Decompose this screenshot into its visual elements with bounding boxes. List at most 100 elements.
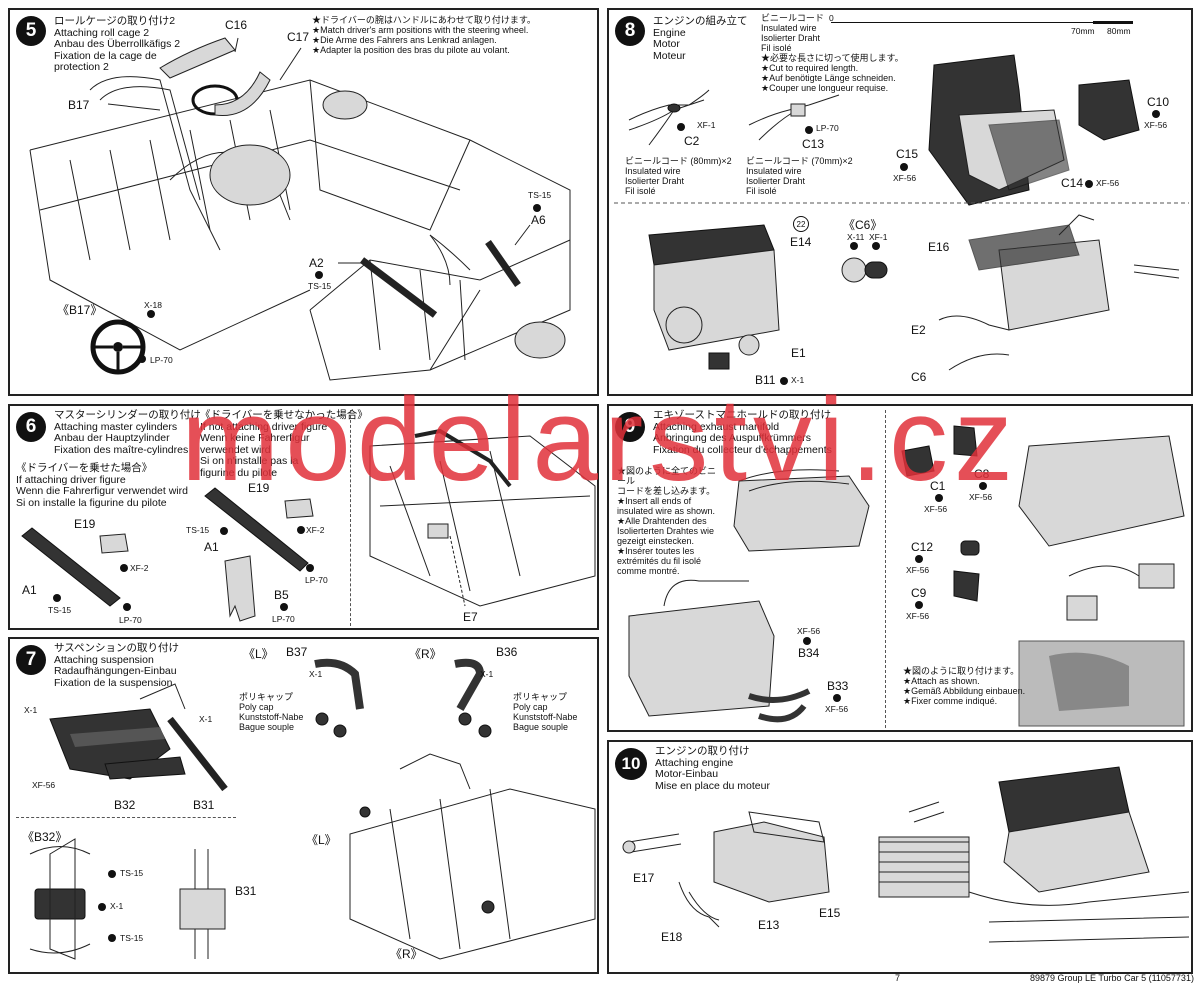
paint-dot [280,603,288,611]
wire80-jp: ビニールコード (80mm)×2 [625,156,732,166]
paint-dot [1152,110,1160,118]
part-c8-label: C8 [974,467,990,481]
part-c9-label: C9 [911,586,927,600]
insert-fr3: comme montré. [617,566,680,576]
wire-80-caption: ビニールコード (80mm)×2 Insulated wire Isoliert… [625,156,732,196]
step-6-titles: マスターシリンダーの取り付け Attaching master cylinder… [54,409,201,456]
xf56-tag-c: XF-56 [906,565,930,575]
l-side-label: 《L》 [243,647,274,661]
suspension-illustration [29,658,596,960]
part-e13-label: E13 [758,918,780,932]
step-5-note-jp: ★ドライバーの腕はハンドルにあわせて取り付けます。 [312,15,536,25]
step-6-title-jp: マスターシリンダーの取り付け [54,409,201,421]
paint-dot [677,123,685,131]
part-e2-label: E2 [911,323,926,337]
paint-dot [805,126,813,134]
step-8-title-jp: エンジンの組み立て [653,15,748,27]
xf56-tag: XF-56 [32,780,56,790]
xf56-tag-d: XF-56 [906,611,930,621]
x1-tag-d: X-1 [199,714,213,724]
polycap-de: Kunststoff-Nabe [239,712,304,722]
part-b11-label: B11 [755,373,776,387]
wire-fr: Fil isolé [761,43,792,53]
wire-cut-jp: ★必要な長さに切って使用します。 [761,53,904,63]
part-e14-label: E14 [790,235,812,249]
xf2-tag-a: XF-2 [130,563,149,573]
r-side-label: 《R》 [409,647,442,661]
polycap-jp: ポリキャップ [513,692,568,702]
xf56-tag-c: XF-56 [1096,178,1120,188]
step-7-title-jp: サスペンションの取り付け [54,642,180,654]
engine-assembly-illustration [614,54,1189,371]
step-5-number: 5 [16,16,46,46]
step-9-title-en: Attaching exhaust manifold [653,420,780,433]
polycap-en: Poly cap [513,702,548,712]
step-8-title-de: Motor [653,38,680,50]
step-7-title-de: Radaufhängungen-Einbau [54,665,177,677]
scale-bar-thick [1093,21,1133,24]
part-b31-detail-label: B31 [235,884,257,898]
wire70-en: Insulated wire [746,166,802,176]
paint-dot [803,637,811,645]
no-driver-de: Wenn keine Fahrerfigur [200,432,310,444]
paint-dot [915,555,923,563]
step-5-titles: ロールケージの取り付け2 Attaching roll cage 2 Anbau… [54,15,180,74]
ts15-tag-a: TS-15 [120,868,144,878]
polycap-caption-l: ポリキャップ Poly cap Kunststoff-Nabe Bague so… [239,692,303,732]
with-driver-de: Wenn die Fahrerfigur verwendet wird [16,485,188,497]
part-b33-label: B33 [827,679,849,693]
xf1-tag-a: XF-1 [697,120,716,130]
scale-70mm: 70mm [1071,26,1095,36]
step-9-divider [885,410,886,728]
step-10-titles: エンジンの取り付け Attaching engine Motor-Einbau … [655,745,770,792]
xf56-tag-a: XF-56 [924,504,948,514]
engine-mounting-illustration [622,766,1190,943]
decal-22-text: 22 [796,219,806,229]
wire70-jp: ビニールコード (70mm)×2 [746,156,853,166]
x1-tag-a: X-1 [309,669,323,679]
part-c13-label: C13 [802,137,825,151]
step-10-title-jp: エンジンの取り付け [655,745,750,757]
paint-dot [533,204,541,212]
part-b36-label: B36 [496,645,518,659]
wire80-de: Isolierter Draht [625,176,685,186]
part-e19-label-b: E19 [248,481,270,495]
lp70-tag-a: LP-70 [119,615,142,625]
paint-dot [315,271,323,279]
polycap-de: Kunststoff-Nabe [513,712,578,722]
x11-tag: X-11 [847,232,865,242]
step-5-title-jp: ロールケージの取り付け2 [54,15,176,27]
step-6-title-en: Attaching master cylinders [54,420,178,433]
step-9-insert-notes: ★図のように全てのビニール コードを差し込みます。 ★Insert all en… [617,466,723,576]
step-5-title-fr2: protection 2 [54,61,109,73]
xf56-tag-a: XF-56 [1144,120,1168,130]
xf2-tag-b: XF-2 [306,525,325,535]
paint-dot [108,934,116,942]
paint-dot [108,870,116,878]
step-9-number: 9 [615,412,645,442]
step-7-title-fr: Fixation de la suspension [54,676,173,689]
part-a2-label: A2 [309,256,324,270]
step-8-panel: 8 エンジンの組み立て Engine Motor Moteur ビニールコード … [607,8,1193,396]
step-10-title-fr: Mise en place du moteur [655,779,770,792]
step-5-note-en: ★Match driver's arm positions with the s… [312,25,529,35]
footer-code: 89879 Group LE Turbo Car 5 (11057731) [1030,973,1194,983]
step-10-title-de: Motor-Einbau [655,768,719,780]
part-b32-label: B32 [114,798,136,812]
part-e18-label: E18 [661,930,683,944]
insert-fr1: ★Insérer toutes les [617,546,695,556]
b17-detail-label: 《B17》 [57,303,103,317]
step-7-number: 7 [16,645,46,675]
wire-cut-de: ★Auf benötigte Länge schneiden. [761,73,896,83]
paint-dot [979,482,987,490]
ll-side-label: 《L》 [306,833,337,847]
paint-dot [120,564,128,572]
step-5-title-fr: Fixation de la cage de [54,49,157,62]
part-c1-label: C1 [930,479,946,493]
step-7-titles: サスペンションの取り付け Attaching suspension Radauf… [54,642,180,689]
ts15-tag-a: TS-15 [528,190,552,200]
x1-tag-e: X-1 [110,901,124,911]
xf56-tag-f: XF-56 [825,704,849,714]
paint-dot [872,242,880,250]
insert-de1: ★Alle Drahtenden des [617,516,707,526]
